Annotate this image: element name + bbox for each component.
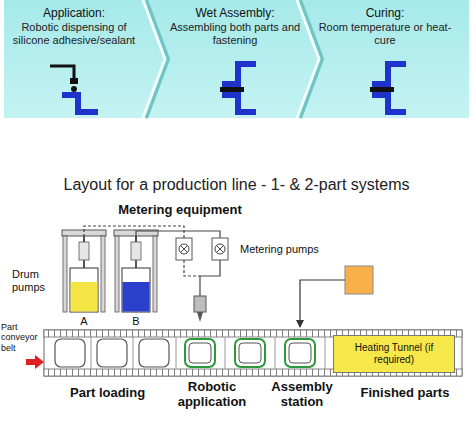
dispensing-icon bbox=[50, 66, 98, 112]
wet-assembly-icon bbox=[222, 95, 256, 112]
process-band bbox=[143, 0, 165, 118]
process-stage: Curing:Room temperature or heat-cure bbox=[314, 6, 456, 56]
dispensing-icon bbox=[62, 95, 98, 112]
part-with-sealant bbox=[289, 343, 311, 363]
dispensing-nozzle bbox=[194, 296, 206, 322]
metering-pump-symbol bbox=[179, 244, 189, 254]
metering-pump-symbol bbox=[181, 246, 188, 253]
section-heading: Metering equipment bbox=[95, 203, 265, 218]
assembly-feeder bbox=[345, 266, 373, 294]
drum-pump-b bbox=[123, 282, 150, 312]
part-with-sealant bbox=[185, 339, 215, 367]
diagram-title: Layout for a production line - 1- & 2-pa… bbox=[0, 176, 473, 194]
component-label: Metering pumps bbox=[240, 243, 340, 256]
dispensing-icon bbox=[70, 78, 78, 84]
conveyor-belt bbox=[225, 337, 226, 369]
dispensing-nozzle bbox=[197, 312, 203, 322]
conveyor-belt bbox=[325, 337, 326, 369]
drum-pump-b bbox=[131, 242, 141, 260]
station-label: Assembly station bbox=[260, 380, 344, 410]
feed-lines bbox=[184, 260, 200, 276]
station-label: Finished parts bbox=[350, 386, 460, 401]
conveyor-belt bbox=[44, 330, 462, 376]
drum-pump-a bbox=[70, 268, 98, 312]
process-band bbox=[4, 0, 469, 118]
conveyor-belt bbox=[176, 337, 177, 369]
curing-icon bbox=[370, 64, 406, 112]
part bbox=[97, 339, 127, 367]
metering-pump-symbol bbox=[217, 246, 224, 253]
conveyor-belt bbox=[275, 337, 276, 369]
feed-lines bbox=[200, 260, 220, 276]
stage-text: Assembling both parts and fastening bbox=[164, 21, 306, 47]
drum-pump-b bbox=[115, 236, 119, 312]
drum-pump-a bbox=[101, 236, 105, 312]
stage-heading: Application: bbox=[6, 6, 142, 21]
curing-icon bbox=[372, 95, 406, 112]
drum-pump-b bbox=[122, 268, 150, 312]
conveyor-belt bbox=[91, 337, 92, 369]
conveyor-arrow bbox=[35, 355, 44, 369]
drum-pump-b bbox=[153, 236, 157, 312]
drum-pump-a bbox=[62, 230, 106, 312]
dispensing-icon bbox=[71, 86, 77, 92]
stage-heading: Wet Assembly: bbox=[164, 6, 306, 21]
conveyor-belt bbox=[133, 337, 134, 369]
curing-icon bbox=[370, 87, 394, 92]
stage-text: Room temperature or heat-cure bbox=[314, 21, 456, 47]
drum-letter: A bbox=[77, 315, 91, 328]
station-label: Robotic application bbox=[168, 380, 256, 410]
metering-pump-symbol bbox=[176, 238, 192, 260]
dispensing-nozzle bbox=[194, 296, 206, 312]
feed-lines bbox=[84, 226, 184, 242]
station-label: Part loading bbox=[70, 386, 170, 401]
conveyor-belt bbox=[91, 337, 325, 369]
conveyor-arrow bbox=[26, 359, 35, 365]
drum-pump-a bbox=[71, 282, 98, 312]
process-stage: Wet Assembly:Assembling both parts and f… bbox=[164, 6, 306, 56]
metering-pump-symbol bbox=[176, 238, 228, 260]
part-with-sealant bbox=[189, 343, 211, 363]
tunnel-label: Heating Tunnel (if required) bbox=[354, 342, 434, 366]
part bbox=[55, 339, 169, 367]
feed-lines bbox=[199, 276, 200, 296]
curing-icon bbox=[372, 64, 406, 84]
part-with-sealant bbox=[185, 339, 315, 367]
wet-assembly-icon bbox=[220, 87, 244, 92]
component-label: Part conveyor belt bbox=[1, 322, 41, 353]
part-with-sealant bbox=[235, 339, 265, 367]
process-stage: Application:Robotic dispensing of silico… bbox=[6, 6, 142, 56]
part-with-sealant bbox=[239, 343, 261, 363]
metering-pump-symbol bbox=[212, 238, 228, 260]
drum-letter: B bbox=[129, 315, 143, 328]
component-label: Drum pumps bbox=[12, 268, 58, 293]
drum-pump-a bbox=[79, 242, 89, 260]
conveyor-arrow bbox=[26, 355, 44, 369]
part bbox=[139, 339, 169, 367]
process-band bbox=[4, 0, 469, 118]
process-band bbox=[297, 0, 319, 118]
drum-pump-b bbox=[114, 230, 158, 312]
heating-tunnel: Heating Tunnel (if required) bbox=[333, 335, 455, 373]
assembly-feeder bbox=[300, 266, 373, 327]
feed-lines bbox=[84, 226, 220, 296]
conveyor-belt bbox=[44, 330, 462, 376]
part-with-sealant bbox=[285, 339, 315, 367]
assembly-feeder bbox=[300, 280, 345, 327]
dispensing-icon bbox=[50, 66, 74, 79]
stage-text: Robotic dispensing of silicone adhesive/… bbox=[6, 21, 142, 47]
wet-assembly-icon bbox=[222, 64, 256, 84]
drum-pump-a bbox=[63, 236, 67, 312]
stage-heading: Curing: bbox=[314, 6, 456, 21]
metering-pump-symbol bbox=[215, 244, 225, 254]
wet-assembly-icon bbox=[220, 64, 256, 112]
part bbox=[55, 339, 85, 367]
